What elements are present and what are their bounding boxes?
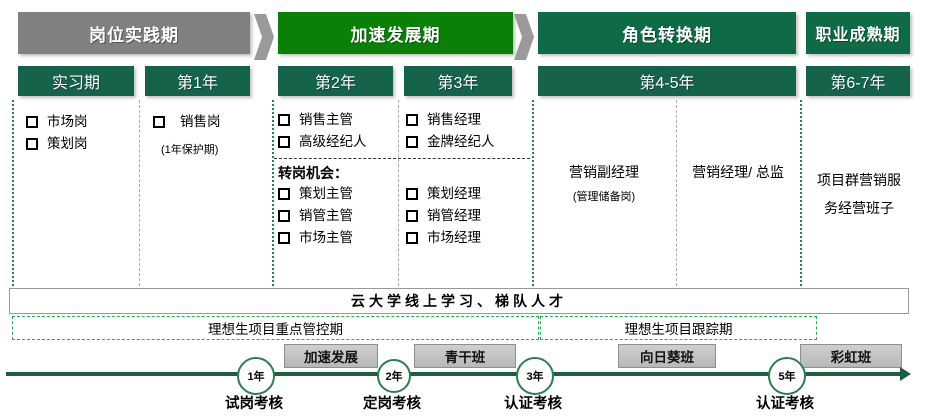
phase-banner-role-change: 角色转换期 [538,12,796,54]
year-box-internship: 实习期 [18,66,134,96]
list-item-label: 市场经理 [427,230,481,245]
list-year3-top: 销售经理 金牌经纪人 [406,110,495,154]
list-item-label: 策划主管 [299,186,353,201]
phase-banner-maturity: 职业成熟期 [806,12,910,54]
list-item: 销管经理 [406,206,481,226]
checkbox-icon [278,232,290,244]
timeline-label-trial-assessment: 试岗考核 [225,396,283,412]
list-year2-top: 销售主管 高级经纪人 [278,110,367,154]
chevron-arrow-1 [252,8,274,66]
timeline-node-5y: 5年 [768,357,806,395]
role-project-group-line1: 项目群营销服 [817,172,901,188]
list-year2-transfer: 策划主管 销管主管 市场主管 [278,184,353,250]
list-year3-transfer: 策划经理 销管经理 市场经理 [406,184,481,250]
checkbox-icon [278,114,290,126]
tracking-box-control-period: 理想生项目重点管控期 [12,316,539,340]
separator-phase2-phase3 [532,100,534,286]
list-item-label: 销售主管 [299,112,353,127]
list-item: 高级经纪人 [278,132,367,152]
checkbox-icon [406,114,418,126]
timeline-node-1y: 1年 [237,357,275,395]
list-item-label: 销售岗 [180,114,221,129]
separator-year45-split [676,100,677,286]
list-item: 销售岗 [153,112,221,132]
training-chip-rainbow[interactable]: 彩虹班 [800,344,902,368]
phase-banner-practice: 岗位实践期 [18,12,250,54]
training-chip-accelerate[interactable]: 加速发展 [284,344,378,368]
role-project-group-line2: 务经营班子 [824,200,894,216]
timeline-node-2y: 2年 [377,359,411,393]
checkbox-icon [406,210,418,222]
separator-transfer-opportunity [274,158,530,159]
timeline-label-position-assessment: 定岗考核 [363,396,421,412]
separator-internship-year1 [139,100,140,286]
year-box-year45: 第4-5年 [538,66,796,96]
list-item-label: 策划岗 [47,136,88,151]
list-item: 销售经理 [406,110,495,130]
checkbox-icon [406,188,418,200]
list-item: 市场主管 [278,228,353,248]
training-chip-sunflower[interactable]: 向日葵班 [618,344,716,368]
timeline-label-certification-assessment-5y: 认证考核 [756,396,814,412]
list-item: 策划岗 [26,134,88,154]
separator-phase1-phase2 [272,100,274,286]
list-item-label: 销管主管 [299,208,353,223]
separator-phase3-phase4 [800,100,802,286]
phase-banner-accelerate: 加速发展期 [278,12,513,54]
list-item: 市场岗 [26,112,88,132]
separator-year2-year3 [398,100,399,286]
checkbox-icon [406,232,418,244]
list-item-label: 销售经理 [427,112,481,127]
checkbox-icon [26,116,38,128]
list-item: 销售主管 [278,110,367,130]
checkbox-icon [26,138,38,150]
list-item-label: 市场主管 [299,230,353,245]
year-box-year2: 第2年 [278,66,393,96]
checkbox-icon [278,136,290,148]
list-item: 销管主管 [278,206,353,226]
timeline-axis [6,372,902,376]
timeline-arrow-icon [900,367,911,381]
checkbox-icon [278,188,290,200]
checkbox-icon [406,136,418,148]
role-deputy-note: (管理储备岗) [572,191,636,203]
list-item-label: 销管经理 [427,208,481,223]
chevron-arrow-2 [512,8,534,66]
list-item: 金牌经纪人 [406,132,495,152]
checkbox-icon [153,116,165,128]
list-item-label: 策划经理 [427,186,481,201]
year-box-year1: 第1年 [145,66,250,96]
timeline-label-certification-assessment-3y: 认证考核 [504,396,562,412]
list-item-label: 高级经纪人 [299,134,367,149]
list-item-label: 市场岗 [47,114,88,129]
list-item: 策划经理 [406,184,481,204]
list-year1: 销售岗 [153,112,221,134]
list-internship: 市场岗 策划岗 [26,112,88,156]
list-item-label: 金牌经纪人 [427,134,495,149]
year-box-year67: 第6-7年 [806,66,910,96]
year-box-year3: 第3年 [404,66,512,96]
timeline-node-3y: 3年 [516,357,554,395]
tracking-box-follow-period: 理想生项目跟踪期 [540,316,817,340]
transfer-opportunity-title: 转岗机会： [278,165,348,181]
role-deputy-marketing-manager: 营销副经理 [569,164,639,180]
year1-protection-note: (1年保护期) [161,144,219,156]
cloud-university-bar: 云大学线上学习、梯队人才 [9,288,909,314]
training-chip-qinggan[interactable]: 青干班 [414,344,516,368]
role-marketing-manager-director: 营销经理/ 总监 [692,164,784,180]
checkbox-icon [278,210,290,222]
list-item: 市场经理 [406,228,481,248]
list-item: 策划主管 [278,184,353,204]
separator-left-edge [12,100,14,286]
